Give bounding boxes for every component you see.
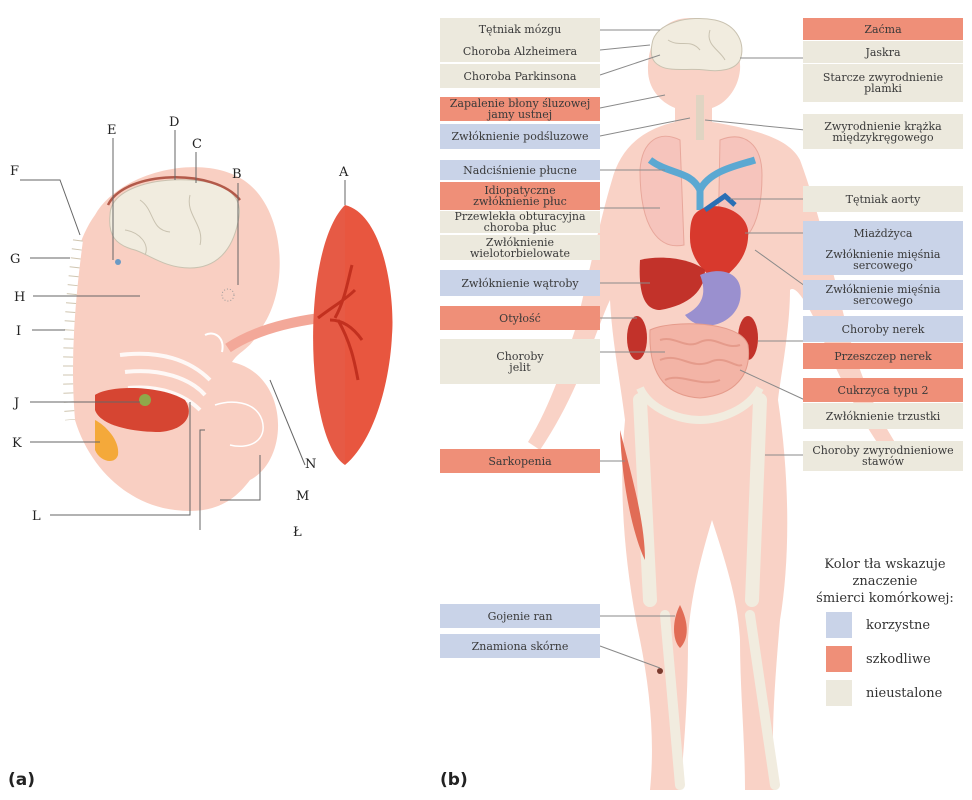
letter-b: B [232, 167, 242, 182]
letter-c: C [192, 137, 202, 152]
left-label: Choroby jelit [440, 339, 600, 384]
legend-label: nieustalone [866, 686, 942, 701]
right-label: Zwłóknienie trzustki [803, 403, 963, 429]
femur-right [640, 400, 650, 600]
left-label: Zapalenie błony śluzowej jamy ustnej [440, 97, 600, 121]
letter-e: E [107, 123, 117, 138]
legend-label: korzystne [866, 618, 930, 633]
right-label: Zwłóknienie mięśnia sercowego [803, 245, 963, 275]
right-label: Miażdżyca [803, 221, 963, 245]
left-label: Choroba Alzheimera [440, 40, 600, 62]
left-label: Sarkopenia [440, 449, 600, 473]
letter-l-stroke: Ł [293, 525, 302, 540]
panel-b-tag: (b) [440, 770, 468, 790]
legend-label: szkodliwe [866, 652, 931, 667]
left-label: Nadciśnienie płucne [440, 160, 600, 180]
legend-swatch [826, 612, 852, 638]
legend-swatch [826, 680, 852, 706]
femur-left [752, 400, 760, 600]
right-label: Zwłóknienie mięśnia sercowego [803, 280, 963, 310]
legend-item: nieustalone [826, 680, 942, 706]
left-label: Znamiona skórne [440, 634, 600, 658]
left-label: Otyłość [440, 306, 600, 330]
letter-f: F [10, 164, 19, 179]
letter-d: D [169, 115, 179, 130]
body-brain [651, 18, 742, 70]
right-label: Przeszczep nerek [803, 343, 963, 369]
right-label: Jaskra [803, 41, 963, 63]
letter-a: A [338, 165, 349, 180]
left-label: Zwłóknienie wielotorbielowate [440, 235, 600, 260]
letter-l: L [32, 509, 41, 524]
left-label: Choroba Parkinsona [440, 64, 600, 88]
placenta [345, 205, 392, 465]
right-label: Cukrzyca typu 2 [803, 378, 963, 402]
legend-swatch [826, 646, 852, 672]
left-label: Idiopatyczne zwłóknienie płuc [440, 182, 600, 210]
letter-h: H [14, 290, 25, 305]
right-label: Choroby nerek [803, 316, 963, 342]
right-label: Zwyrodnienie krążka międzykręgowego [803, 114, 963, 149]
left-label: Zwłóknienie podśluzowe [440, 124, 600, 149]
right-label: Starcze zwyrodnienie plamki [803, 64, 963, 102]
left-label: Przewlekła obturacyjna choroba płuc [440, 211, 600, 233]
right-label: Zaćma [803, 18, 963, 40]
left-label: Gojenie ran [440, 604, 600, 628]
letter-n: N [305, 457, 316, 472]
left-label: Zwłóknienie wątroby [440, 270, 600, 296]
letter-i: I [16, 324, 21, 339]
letter-m: M [296, 489, 309, 504]
letter-g: G [10, 252, 20, 267]
legend-item: korzystne [826, 612, 930, 638]
right-label: Choroby zwyrodnieniowe stawów [803, 441, 963, 471]
legend-item: szkodliwe [826, 646, 931, 672]
right-label: Tętniak aorty [803, 186, 963, 212]
letter-k: K [12, 436, 22, 451]
legend-title: Kolor tła wskazuje znaczenie śmierci kom… [800, 556, 970, 607]
panel-a-tag: (a) [8, 770, 35, 790]
left-label: Tętniak mózgu [440, 18, 600, 40]
letter-j: J [12, 396, 19, 411]
